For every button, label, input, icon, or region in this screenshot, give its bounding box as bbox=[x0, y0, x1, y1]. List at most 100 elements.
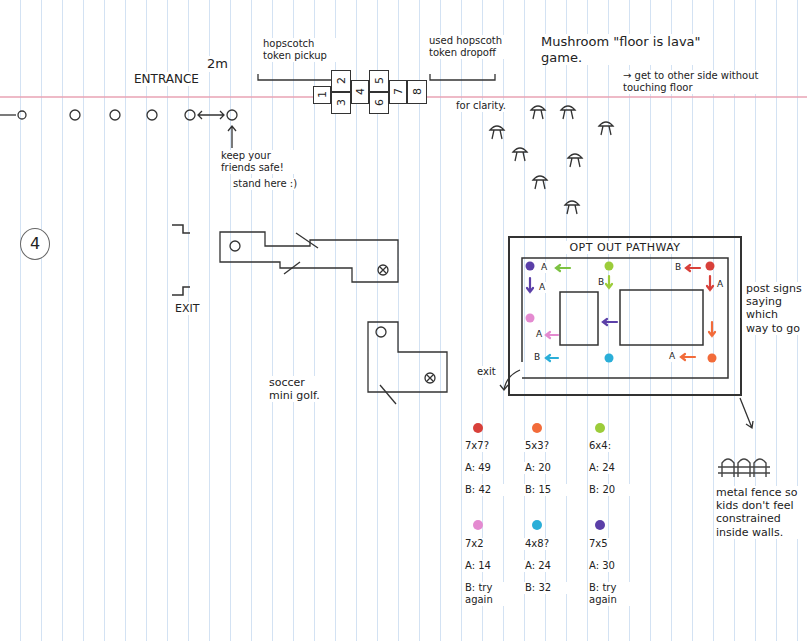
mushroom-stool bbox=[561, 106, 575, 119]
direction-arrow bbox=[707, 276, 713, 290]
mushroom-stool bbox=[568, 154, 582, 167]
path-letter: A bbox=[535, 329, 543, 340]
entrance-posts bbox=[110, 110, 120, 120]
game-title: soccer mini golf. bbox=[268, 376, 332, 402]
mini-golf-course bbox=[425, 373, 435, 383]
maze-walls bbox=[522, 258, 728, 378]
maze-dot bbox=[526, 262, 717, 363]
maze-dot bbox=[605, 354, 614, 363]
node-text: 7 bbox=[391, 89, 404, 96]
node-text: 1 bbox=[315, 92, 328, 99]
entrance-posts bbox=[70, 110, 80, 120]
bracket bbox=[258, 74, 338, 80]
maze-heading: OPT OUT PATHWAY bbox=[566, 241, 683, 254]
mushroom-stool bbox=[531, 106, 545, 119]
leader-arrow bbox=[740, 398, 753, 428]
exit-door bbox=[172, 225, 190, 233]
circled-number: 4 bbox=[20, 228, 50, 260]
hopscotch-square: 6 bbox=[369, 92, 389, 114]
bracket bbox=[430, 74, 495, 80]
direction-arrow bbox=[546, 355, 558, 361]
direction-arrow bbox=[527, 265, 715, 361]
question: 7x7? bbox=[464, 440, 490, 452]
note: post signs saying which way to go bbox=[745, 282, 803, 335]
mini-golf-course bbox=[378, 265, 388, 275]
answer: B: 32 bbox=[524, 582, 572, 594]
note: → get to other side without touching flo… bbox=[622, 70, 764, 94]
metal-fence bbox=[718, 459, 770, 477]
maze-dot bbox=[526, 314, 535, 323]
node-text: 3 bbox=[334, 100, 347, 107]
entrance-posts bbox=[227, 110, 237, 120]
direction-arrow bbox=[527, 278, 533, 292]
question-dot bbox=[473, 423, 483, 433]
mushroom-stool bbox=[490, 126, 504, 139]
direction-arrow bbox=[546, 332, 558, 338]
entrance-posts bbox=[0, 110, 237, 148]
note: metal fence so kids don't feel constrain… bbox=[715, 486, 803, 539]
answer: B: 20 bbox=[588, 484, 636, 496]
hopscotch-square: 2 bbox=[331, 70, 351, 92]
hopscotch-square: 4 bbox=[351, 80, 369, 104]
maze-box: OPT OUT PATHWAY bbox=[508, 236, 742, 396]
note: used hopscoth token dropoff bbox=[428, 35, 508, 59]
mini-golf-course bbox=[220, 232, 398, 282]
node-text: 5 bbox=[372, 78, 385, 85]
answer: A: 24 bbox=[588, 462, 616, 474]
question: 6x4: bbox=[588, 440, 612, 452]
mini-golf-course bbox=[230, 241, 240, 251]
exit-door bbox=[172, 287, 190, 295]
mushroom-stool bbox=[513, 148, 527, 161]
question: 5x3? bbox=[524, 440, 550, 452]
exit-door bbox=[172, 225, 190, 295]
answer: B: try again bbox=[588, 582, 636, 606]
node-text: 8 bbox=[410, 89, 423, 96]
question-dot bbox=[595, 520, 605, 530]
answer: A: 20 bbox=[524, 462, 552, 474]
maze-dot bbox=[605, 262, 614, 271]
exit-label: exit bbox=[476, 366, 497, 378]
question-dot bbox=[595, 423, 605, 433]
mini-golf-course bbox=[380, 267, 386, 273]
entrance-label: ENTRANCE bbox=[133, 72, 200, 86]
question-dot bbox=[473, 520, 483, 530]
mushroom-stool bbox=[490, 106, 613, 214]
note: hopscotch token pickup bbox=[262, 38, 344, 62]
maze-walls bbox=[560, 292, 598, 345]
mini-golf-course bbox=[376, 327, 386, 337]
node-text: 6 bbox=[372, 100, 385, 107]
hopscotch-square: 1 bbox=[313, 86, 331, 104]
path-letter: A bbox=[538, 282, 546, 293]
answer: B: 15 bbox=[524, 484, 572, 496]
answer: B: try again bbox=[464, 582, 512, 606]
mini-golf-course bbox=[284, 262, 300, 274]
exit-label: EXIT bbox=[174, 302, 200, 315]
hopscotch-square: 5 bbox=[369, 70, 389, 92]
path-letter: B bbox=[533, 352, 541, 363]
maze-walls bbox=[620, 290, 703, 345]
path-letter: A bbox=[540, 262, 548, 273]
answer: A: 49 bbox=[464, 462, 492, 474]
path-letter: B bbox=[674, 262, 682, 273]
question: 7x2 bbox=[464, 538, 485, 550]
entrance-posts bbox=[228, 126, 236, 148]
path-letter: A bbox=[716, 279, 724, 290]
direction-arrow bbox=[606, 276, 612, 288]
question-dot bbox=[473, 423, 605, 530]
question: 7x5 bbox=[588, 538, 609, 550]
hopscotch-square: 7 bbox=[389, 80, 407, 104]
direction-arrow bbox=[603, 319, 617, 325]
node-text: 4 bbox=[353, 89, 366, 96]
question: 4x8? bbox=[524, 538, 550, 550]
path-letter: B bbox=[597, 277, 605, 288]
hopscotch-square: 3 bbox=[331, 92, 351, 114]
mini-golf-course bbox=[427, 375, 433, 381]
direction-arrow bbox=[681, 354, 695, 360]
entrance-posts bbox=[198, 111, 224, 119]
maze-dot bbox=[706, 262, 715, 271]
mushroom-stool bbox=[565, 201, 579, 214]
maze-dot bbox=[526, 262, 535, 271]
entrance-posts bbox=[185, 110, 195, 120]
metal-fence bbox=[718, 459, 770, 477]
mini-golf-course bbox=[368, 322, 447, 392]
